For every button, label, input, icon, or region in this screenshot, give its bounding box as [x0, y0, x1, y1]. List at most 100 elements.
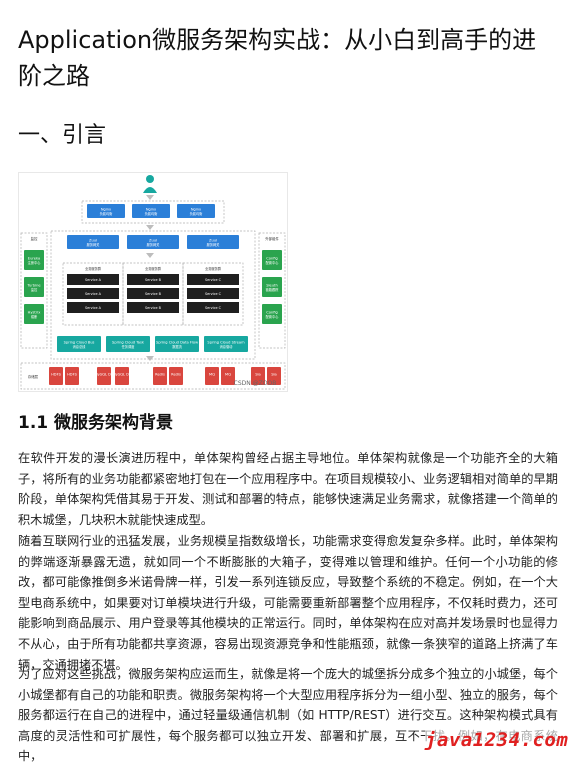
spring-box-2-title: Spring Cloud Data Flow — [156, 341, 198, 345]
document-title: Application微服务架构实战：从小白到高手的进阶之路 — [18, 26, 537, 90]
storage-box-2-title: MySQL DB — [95, 373, 114, 377]
right-item-1 — [262, 277, 282, 297]
spring-box-2-sub: 数据流 — [172, 344, 182, 349]
storage-box-8-title: Sla — [255, 373, 260, 377]
service-label-2-1: Service C — [205, 292, 222, 296]
storage-box-1 — [65, 367, 79, 385]
user-body-icon — [143, 187, 157, 193]
service-group-2 — [182, 262, 244, 326]
service-box-0-2 — [67, 302, 119, 313]
left-item-0 — [24, 250, 44, 270]
storage-box-6 — [205, 367, 219, 385]
section-heading: 一、引言 — [18, 123, 107, 148]
service-group-label-2: 业务服务群 — [205, 266, 222, 271]
left-item-2 — [24, 304, 44, 324]
spring-box-3-sub: 消息驱动 — [220, 344, 233, 349]
service-label-0-2: Service A — [85, 306, 102, 310]
storage-box-0-title: HDFS — [51, 373, 61, 377]
zuul-box-1-title: Zuul — [149, 239, 157, 243]
nginx-box-0 — [87, 204, 125, 218]
right-panel-label: 外部组件 — [265, 236, 279, 241]
left-item-1-title: Turbine — [26, 284, 41, 288]
spring-box-1 — [106, 336, 150, 352]
right-item-1-sub: 链路跟踪 — [266, 287, 280, 292]
paragraph-1: 在软件开发的漫长演进历程中，单体架构曾经占据主导地位。单体架构就像是一个功能齐全… — [18, 451, 558, 527]
main-area — [50, 230, 256, 360]
service-label-2-2: Service C — [205, 306, 222, 310]
nginx-box-1-title: Nginx — [146, 208, 157, 212]
right-item-1-title: Sleuth — [266, 284, 277, 288]
storage-box-8 — [251, 367, 265, 385]
service-group-label-0: 业务服务群 — [85, 266, 102, 271]
nginx-box-0-title: Nginx — [101, 208, 112, 212]
right-item-2 — [262, 304, 282, 324]
user-head-icon — [146, 175, 154, 183]
zuul-box-2-title: Zuul — [209, 239, 217, 243]
nginx-box-1-sub: 负载均衡 — [145, 211, 159, 216]
storage-box-7 — [221, 367, 235, 385]
nginx-box-1 — [132, 204, 170, 218]
service-box-1-1 — [127, 288, 179, 299]
storage-box-9 — [267, 367, 281, 385]
storage-box-9-title: Sla — [271, 373, 276, 377]
storage-box-3 — [115, 367, 129, 385]
storage-box-5 — [169, 367, 183, 385]
service-box-0-0 — [67, 274, 119, 285]
storage-area — [20, 362, 286, 390]
storage-box-2 — [97, 367, 111, 385]
spring-box-1-title: Spring Cloud Task — [112, 341, 145, 345]
service-group-label-1: 业务服务群 — [145, 266, 162, 271]
right-item-0-sub: 配置中心 — [266, 260, 280, 265]
zuul-box-0-title: Zuul — [89, 239, 97, 243]
nginx-group — [81, 200, 225, 224]
zuul-box-2 — [187, 235, 239, 249]
zuul-arrow — [146, 253, 154, 258]
paragraph-2: 随着互联网行业的迅猛发展，业务规模呈指数级增长，功能需求变得愈发复杂多样。此时，… — [18, 534, 558, 672]
right-panel — [258, 232, 286, 349]
service-box-1-2 — [127, 302, 179, 313]
spring-box-2 — [155, 336, 199, 352]
service-label-1-1: Service B — [145, 292, 162, 296]
nginx-box-0-sub: 负载均衡 — [100, 211, 114, 216]
spring-box-3-title: Spring Cloud Stream — [207, 341, 245, 345]
zuul-box-2-sub: 服务网关 — [207, 242, 221, 247]
zuul-box-1-sub: 服务网关 — [147, 242, 161, 247]
zuul-box-0-sub: 服务网关 — [87, 242, 101, 247]
left-item-0-title: Eureka — [28, 257, 40, 261]
service-box-1-0 — [127, 274, 179, 285]
right-item-0 — [262, 250, 282, 270]
paragraph-3: 为了应对这些挑战，微服务架构应运而生，就像是将一个庞大的城堡拆分成多个独立的小城… — [18, 667, 558, 764]
storage-label: 存储层 — [28, 374, 39, 379]
storage-box-0 — [49, 367, 63, 385]
left-item-2-title: Hystrix — [28, 311, 42, 315]
zuul-box-0 — [67, 235, 119, 249]
service-label-0-1: Service A — [85, 292, 102, 296]
subsection-heading: 1.1 微服务架构背景 — [18, 413, 174, 433]
left-panel — [20, 232, 48, 349]
nginx-box-2 — [177, 204, 215, 218]
spring-box-0 — [57, 336, 101, 352]
service-box-0-1 — [67, 288, 119, 299]
service-group-0 — [62, 262, 124, 326]
left-item-1 — [24, 277, 44, 297]
nginx-box-2-title: Nginx — [191, 208, 202, 212]
spring-box-3 — [204, 336, 248, 352]
user-arrow — [146, 195, 154, 200]
storage-box-4-title: Redis — [155, 373, 165, 377]
spring-box-1-sub: 任务调度 — [122, 344, 136, 349]
storage-arrow — [146, 356, 154, 361]
service-box-2-2 — [187, 302, 239, 313]
spring-box-0-title: Spring Cloud Bus — [64, 341, 95, 345]
site-watermark: java1234.com — [425, 727, 570, 753]
right-item-2-sub: 配置中心 — [266, 314, 280, 319]
service-label-1-0: Service B — [145, 278, 162, 282]
storage-box-1-title: HDFS — [67, 373, 77, 377]
storage-box-7-title: MQ — [225, 373, 231, 377]
service-label-0-0: Service A — [85, 278, 102, 282]
right-item-2-title: Config — [266, 311, 278, 315]
storage-box-3-title: MySQL DB — [113, 373, 132, 377]
service-group-1 — [122, 262, 184, 326]
service-box-2-0 — [187, 274, 239, 285]
